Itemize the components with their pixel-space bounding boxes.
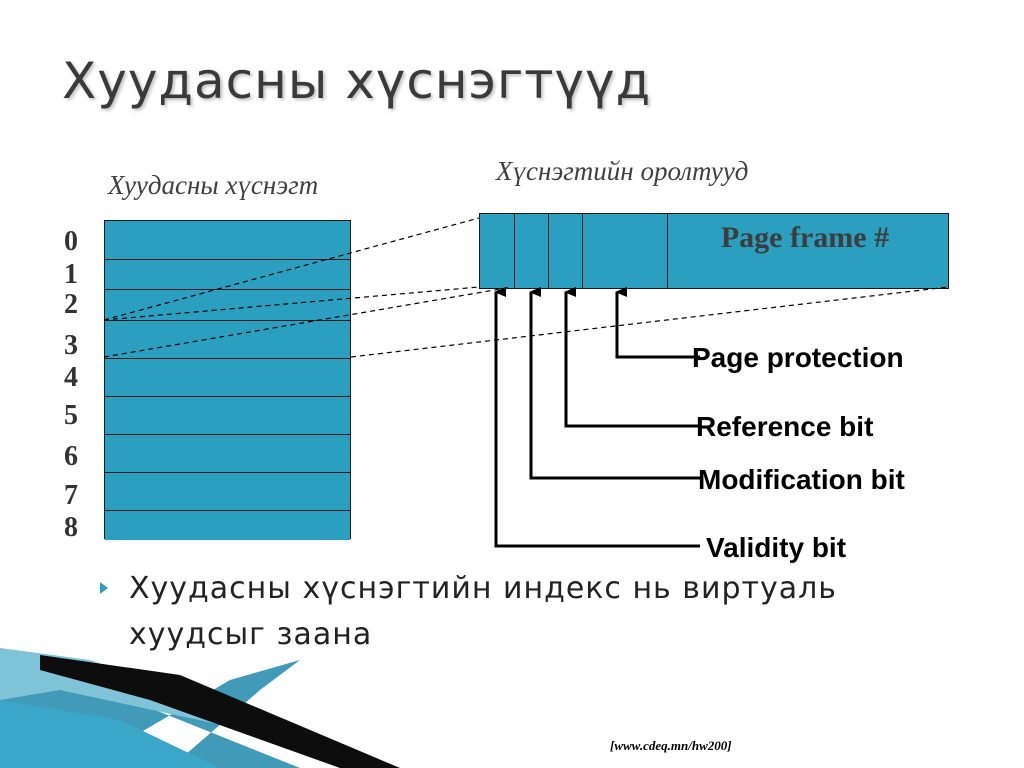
row-index-3: 3 xyxy=(64,330,78,361)
page-table-entry: Page frame # xyxy=(479,213,949,289)
dashed-line-top xyxy=(103,217,480,321)
reference-bit-label: Reference bit xyxy=(696,411,874,442)
page-table-row-3 xyxy=(105,321,350,359)
bullet-text: Хуудасны хүснэгтийн индекс нь виртуаль х… xyxy=(129,571,837,652)
bit-arrows xyxy=(494,287,700,548)
corner-swoosh-mid xyxy=(0,700,220,768)
row-index-0: 0 xyxy=(64,226,78,257)
row-index-5: 5 xyxy=(64,400,78,431)
dashed-expansion-lines xyxy=(103,217,949,358)
page-table-caption: Хуудасны хүснэгт xyxy=(108,170,319,200)
bullet-arrow-icon xyxy=(100,582,108,594)
page-table-row-7 xyxy=(105,473,350,511)
row-index-7: 7 xyxy=(64,480,78,511)
dashed-line-inner-1 xyxy=(103,286,480,321)
dashed-line-inner-2 xyxy=(103,286,513,358)
bullet-point: Хуудасны хүснэгтийн индекс нь виртуаль х… xyxy=(100,566,960,658)
corner-swoosh-dark xyxy=(40,655,400,768)
dashed-line-bottom xyxy=(350,286,949,358)
modification-field xyxy=(515,214,549,288)
slide-title: Хуудасны хүснэгтүүд xyxy=(62,52,652,110)
page-table-row-5 xyxy=(105,397,350,435)
protection-arrow xyxy=(615,287,700,359)
row-index-1: 1 xyxy=(64,259,78,290)
row-index-2: 2 xyxy=(64,289,78,320)
validity-field xyxy=(480,214,515,288)
page-table-row-1 xyxy=(105,260,350,290)
reference-field xyxy=(549,214,583,288)
reference-arrow xyxy=(564,287,700,428)
page-table-row-4 xyxy=(105,359,350,397)
validity-arrow xyxy=(494,287,700,548)
page-protection-label: Page protection xyxy=(692,342,904,373)
modification-bit-label: Modification bit xyxy=(698,464,905,495)
modification-arrow xyxy=(529,287,700,480)
page-table-row-8 xyxy=(105,511,350,540)
protection-field xyxy=(583,214,668,288)
page-table-row-2 xyxy=(105,290,350,321)
row-index-6: 6 xyxy=(64,441,78,472)
row-index-4: 4 xyxy=(64,362,78,393)
page-table-row-0 xyxy=(105,221,350,260)
source-citation: [www.cdeq.mn/hw200] xyxy=(610,738,732,753)
row-index-8: 8 xyxy=(64,512,78,543)
page-frame-label: Page frame # xyxy=(720,221,890,254)
page-table-row-6 xyxy=(105,435,350,473)
validity-bit-label: Validity bit xyxy=(706,532,847,563)
table-entry-caption: Хүснэгтийн оролтууд xyxy=(496,156,749,186)
page-table xyxy=(104,220,351,540)
